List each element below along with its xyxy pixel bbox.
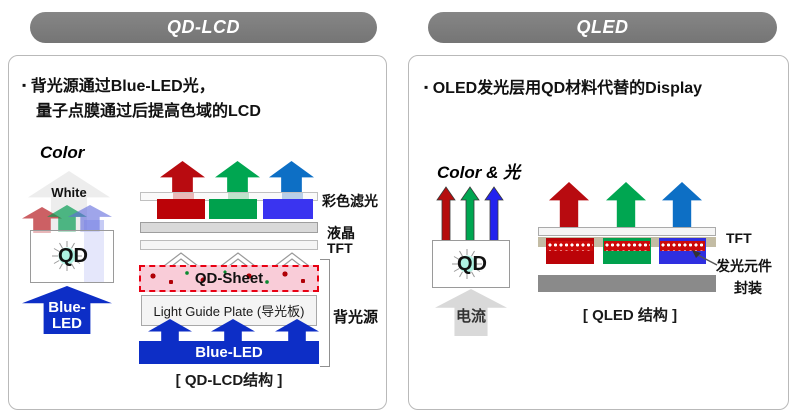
encapsulation-label: 封装 [734,280,762,296]
color-label: Color [40,143,85,162]
blue-led-bar-label: Blue-LED [195,344,263,361]
qled-caption: [ QLED 结构 ] [582,307,678,324]
red-qd-emitter-block [546,238,594,264]
qd-speckle-band [547,241,593,251]
red-filter-block [157,199,205,219]
qd-lcd-bullet-text1: 背光源通过Blue-LED光， [30,78,215,95]
color-filter-label: 彩色滤光 [322,193,378,209]
qd-film-label: QD [58,245,88,267]
qd-speckle-band [660,241,705,251]
qd-material-label: QD [457,253,487,275]
blue-emission-arrow [484,186,504,242]
tft-label: TFT [327,240,353,256]
qled-header: QLED [428,12,777,43]
red-beam-stub [173,193,194,202]
bullet-marker: ▪ [22,78,27,92]
qd-starburst-icon [452,249,482,279]
blue-beam-stub [282,193,303,202]
qd-lcd-caption: [ QD-LCD结构 ] [175,372,283,389]
green-beam-stub [228,193,249,202]
emitter-label: 发光元件 [716,258,772,274]
qd-lcd-header: QD-LCD [30,12,377,43]
qd-lcd-bullet-line2: 量子点膜通过后提高色域的LCD [36,97,261,121]
green-qd-emitter-block [603,238,651,264]
blue-led-input-label: Blue- LED [22,300,112,332]
qd-starburst-icon [52,241,82,271]
qd-lcd-header-label: QD-LCD [167,17,240,37]
qd-lcd-bullet-text2: 量子点膜通过后提高色域的LCD [36,103,261,120]
blue-filter-block [263,199,313,219]
white-label: White [51,185,87,200]
green-filter-block [209,199,257,219]
red-emission-arrow [436,186,456,242]
qd-lcd-bullet-line1: ▪ 背光源通过Blue-LED光， [22,72,215,96]
qled-bullet-line1: ▪ OLED发光层用QD材料代替的Display [424,74,702,98]
blue-led-input-label-line1: Blue- [48,299,86,316]
qd-film-box: QD [30,230,114,283]
light-guide-plate-label: Light Guide Plate (导光板) [153,304,305,319]
liquid-crystal-label: 液晶 [327,225,355,241]
backlight-bracket [320,259,330,367]
encapsulation-bar [538,275,716,292]
blue-qd-emitter-block [659,238,706,264]
green-emission-arrow [460,186,480,242]
liquid-crystal-bar [140,222,318,233]
backlight-label: 背光源 [333,309,379,326]
qled-bullet-text1: OLED发光层用QD材料代替的Display [432,80,703,97]
color-light-label: Color & 光 [437,163,521,182]
qd-material-box: QD [432,240,510,288]
blue-led-bar: Blue-LED [139,341,319,364]
qled-tft-label: TFT [726,230,752,246]
blue-led-input-label-line2: LED [52,315,82,332]
qd-sheet-label: QD-Sheet [194,270,264,287]
emitter-pointer-arrow [692,250,718,266]
qd-speckle-band [604,241,650,251]
qled-tft-bar [538,227,716,236]
rgb-emission-arrows [436,186,504,242]
current-label: 电流 [455,308,486,325]
bullet-marker: ▪ [424,80,429,94]
qled-header-label: QLED [576,17,629,37]
tft-bar [140,240,318,250]
qd-sheet-layer: QD-Sheet [139,265,319,292]
